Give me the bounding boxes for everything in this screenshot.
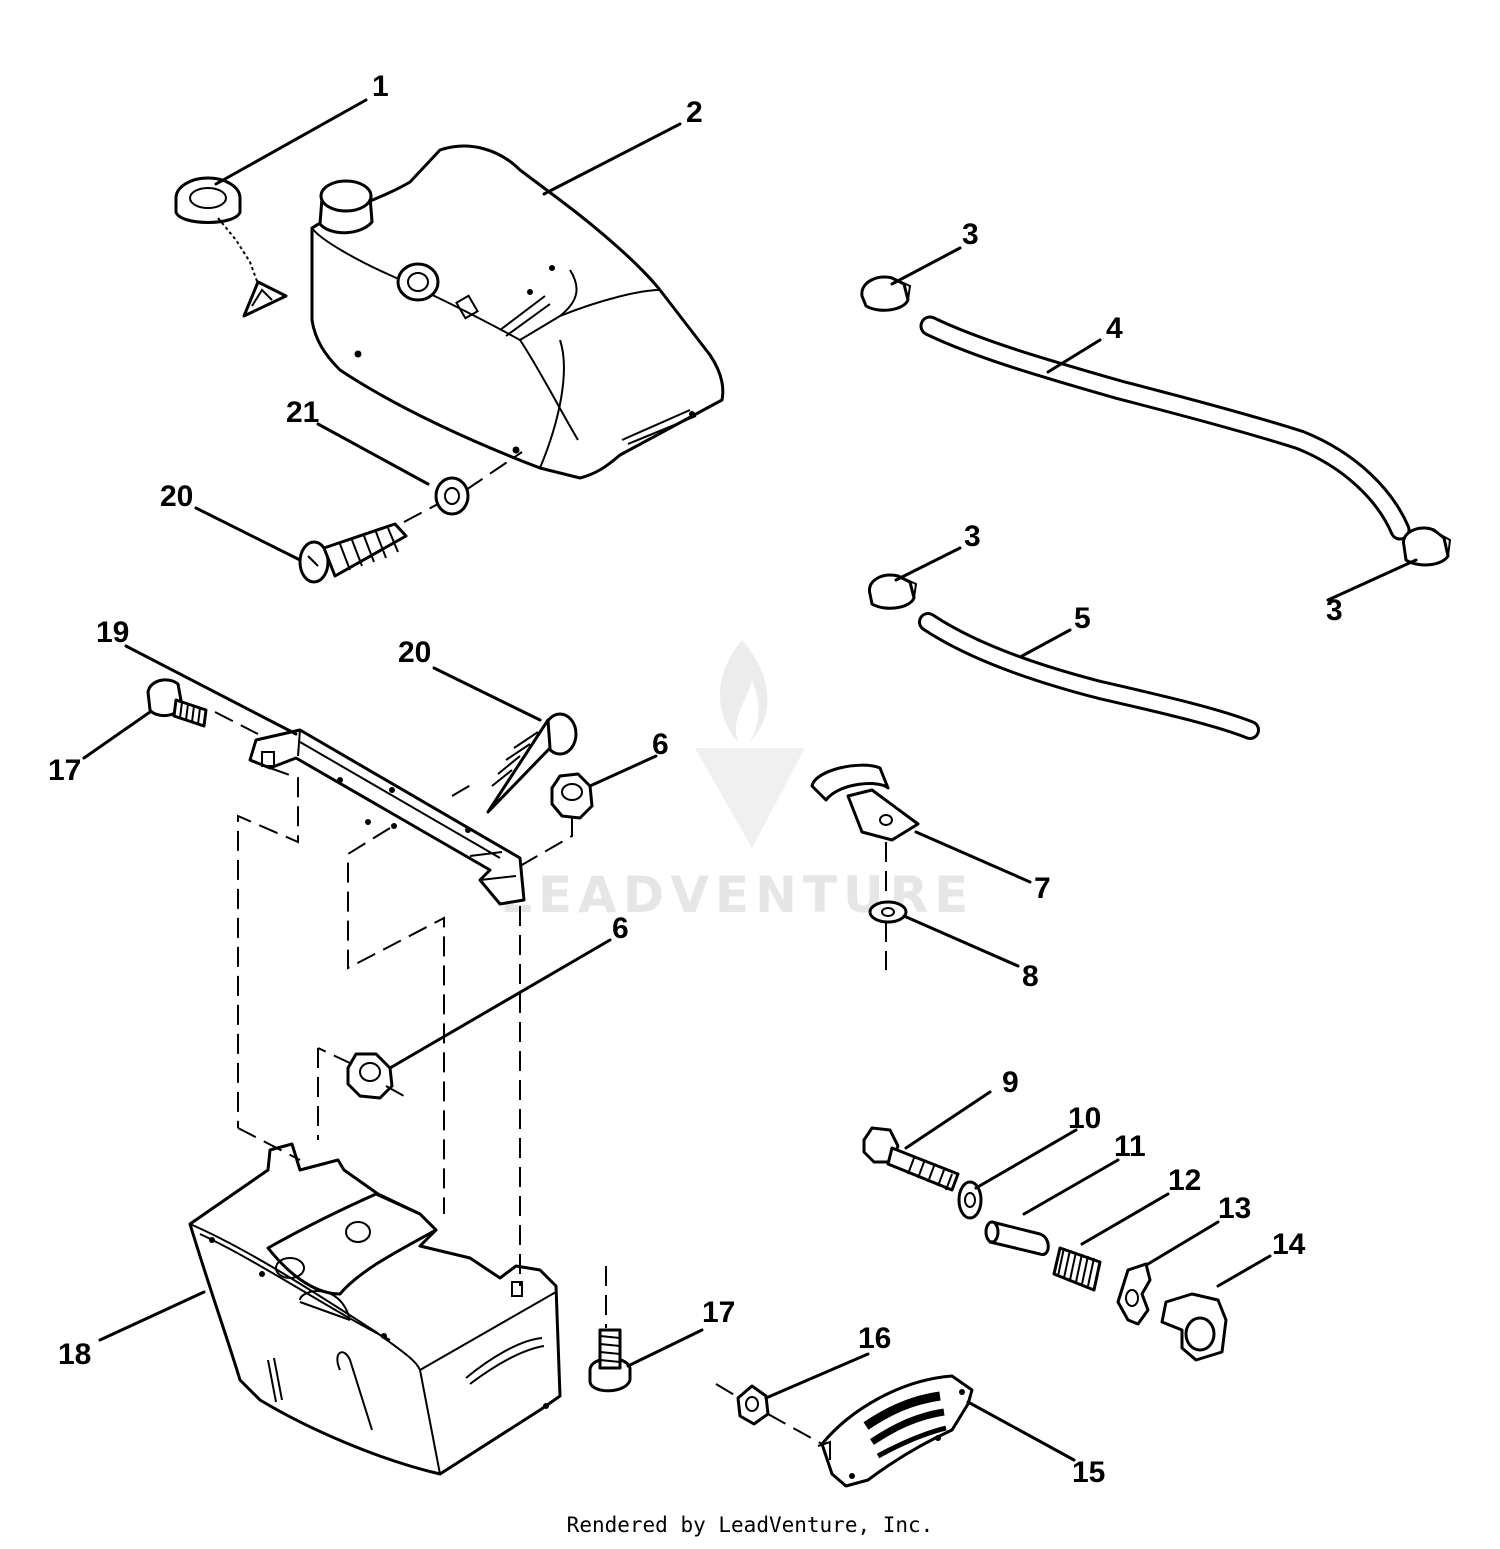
callout-6b: 6: [612, 912, 629, 945]
part-6-nut-upper: [550, 772, 594, 820]
callout-7: 7: [1034, 872, 1051, 905]
callout-11: 11: [1114, 1130, 1146, 1163]
callout-6a: 6: [652, 728, 669, 761]
callout-15: 15: [1072, 1456, 1105, 1489]
part-6-nut-lower: [346, 1052, 394, 1100]
part-20-screw-middle: [486, 712, 578, 814]
render-credit: Rendered by LeadVenture, Inc.: [566, 1513, 934, 1537]
part-21-washer: [434, 476, 470, 516]
callout-labels: 1 2 3 3 3 4 5 6 6 7 8 9 10 11 12 13 14 1…: [48, 70, 1343, 1489]
part-3-hose-clamp-c: [1402, 526, 1452, 567]
part-3-hose-clamp-a: [860, 275, 912, 312]
part-17-bolt-upper: [146, 678, 208, 728]
callout-17b: 17: [702, 1296, 735, 1329]
part-18-tank-shroud: [188, 1142, 562, 1476]
part-20-screw-upper: [298, 522, 408, 584]
callout-12: 12: [1168, 1164, 1201, 1197]
part-4-fuel-hose-upper: [919, 315, 1411, 541]
callout-17a: 17: [48, 754, 81, 787]
callout-16: 16: [858, 1322, 891, 1355]
part-16-washer: [736, 1384, 770, 1426]
callout-20b: 20: [398, 636, 431, 669]
part-15-gear-plate: [817, 1374, 974, 1488]
part-11-spacer: [984, 1220, 1050, 1256]
part-14-bearing: [1160, 1292, 1228, 1362]
callout-3b: 3: [964, 520, 981, 553]
part-13-clip: [1116, 1262, 1152, 1326]
callout-3a: 3: [962, 218, 979, 251]
callout-5: 5: [1074, 602, 1091, 635]
part-8-washer: [868, 900, 908, 924]
callout-18: 18: [58, 1338, 91, 1371]
callout-9: 9: [1002, 1066, 1019, 1099]
part-1-fuel-cap: [174, 176, 288, 318]
part-5-fuel-hose-lower: [918, 612, 1260, 740]
callout-8: 8: [1022, 960, 1039, 993]
callout-1: 1: [372, 70, 389, 103]
assembly-lines: [214, 451, 823, 1445]
callout-21: 21: [286, 396, 319, 429]
part-19-tank-support: [248, 728, 526, 906]
part-7-hose-clip: [810, 763, 920, 842]
callout-10: 10: [1068, 1102, 1101, 1135]
callout-19: 19: [96, 616, 129, 649]
part-3-hose-clamp-b: [867, 573, 918, 610]
part-10-washer: [957, 1180, 983, 1220]
leader-lines: [82, 98, 1418, 1462]
callout-3c: 3: [1326, 594, 1343, 627]
callout-2: 2: [686, 96, 703, 129]
callout-20a: 20: [160, 480, 193, 513]
callout-13: 13: [1218, 1192, 1251, 1225]
callout-4: 4: [1106, 312, 1123, 345]
callout-14: 14: [1272, 1228, 1306, 1261]
part-2-fuel-tank: [310, 144, 725, 480]
part-9-bolt: [862, 1126, 960, 1192]
part-12-spring: [1052, 1246, 1102, 1292]
part-17-bolt-lower: [588, 1328, 632, 1393]
